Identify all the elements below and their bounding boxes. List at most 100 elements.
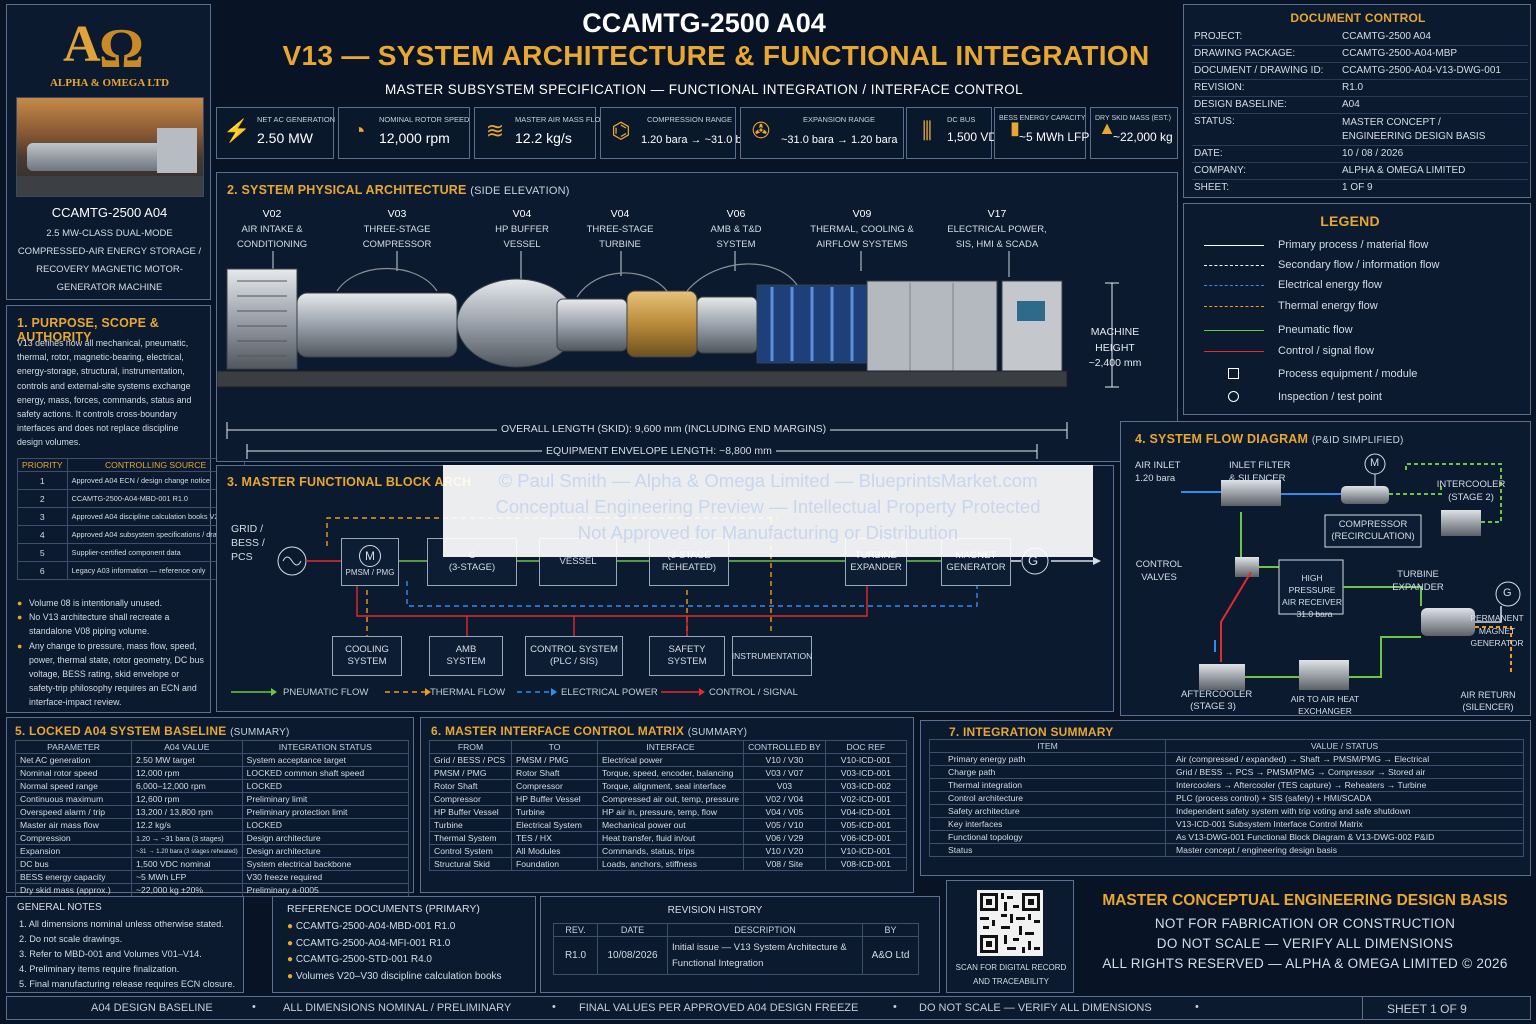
design-basis-block: MASTER CONCEPTUAL ENGINEERING DESIGN BAS… [1080, 880, 1530, 990]
height-label-2: HEIGHT [1095, 341, 1135, 354]
qr-code [977, 890, 1043, 956]
instrumentation-block: INSTRUMENTATION [732, 636, 812, 676]
section4-title: 4. SYSTEM FLOW DIAGRAM (P&ID SIMPLIFIED) [1135, 432, 1404, 446]
basis-line-3: ALL RIGHTS RESERVED — ALPHA & OMEGA LIMI… [1102, 956, 1508, 971]
svg-text:A: A [63, 16, 101, 73]
safety-system-block: SAFETY SYSTEM [649, 636, 725, 676]
legend-thermal: THERMAL FLOW [430, 687, 506, 698]
square-symbol [1228, 368, 1239, 379]
section2-title: 2. SYSTEM PHYSICAL ARCHITECTURE (SIDE EL… [227, 183, 570, 197]
machine-photo [16, 97, 204, 197]
motor-symbol: M [359, 545, 381, 567]
kpi-expansion: ✇ EXPANSION RANGE~31.0 bara → 1.20 bara [740, 107, 904, 159]
dc-bus-icon: ⫼ [921, 118, 933, 143]
qr-caption-1: SCAN FOR DIGITAL RECORD [955, 963, 1067, 972]
section6-title: 6. MASTER INTERFACE CONTROL MATRIX (SUMM… [431, 724, 748, 738]
title-line-1: CCAMTG-2500 A04 [582, 8, 826, 38]
title-line-3: MASTER SUBSYSTEM SPECIFICATION — FUNCTIO… [384, 82, 1024, 97]
legend-pneumatic: PNEUMATIC FLOW [283, 687, 369, 698]
machine-desc-2: COMPRESSED-AIR ENERGY STORAGE / [17, 246, 202, 257]
compressor-label: COMPRESSOR (RECIRCULATION) [1331, 519, 1415, 542]
doc-control-title: DOCUMENT CONTROL [1290, 11, 1426, 25]
lightning-icon: ⚡ [223, 118, 251, 143]
pmg-label: PERMANENT MAGNET GENERATOR [1470, 613, 1524, 648]
gen-symbol: G [1028, 553, 1039, 568]
intercooler-label: INTERCOOLER (STAGE 2) [1436, 479, 1506, 503]
section1-body: V13 defines how all mechanical, pneumati… [17, 338, 192, 448]
qr-panel: SCAN FOR DIGITAL RECORD AND TRACEABILITY [946, 880, 1074, 993]
alpha-omega-logo: A Ω [63, 16, 144, 79]
section-locked-baseline: 5. LOCKED A04 SYSTEM BASELINE (SUMMARY) … [6, 717, 414, 897]
general-notes-title: GENERAL NOTES [17, 902, 102, 913]
basis-line-2: DO NOT SCALE — VERIFY ALL DIMENSIONS [1156, 936, 1454, 951]
machine-elevation-drawing [217, 251, 1119, 388]
filter-label: INLET FILTER & SILENCER [1229, 460, 1291, 484]
machine-desc-3: RECOVERY MAGNETIC MOTOR- [36, 264, 183, 275]
grid-label-2: BESS / [231, 537, 265, 549]
turbine-label: TURBINE EXPANDER [1392, 569, 1444, 593]
bullet-1: Volume 08 is intentionally unused. [29, 598, 163, 608]
grid-label-3: PCS [231, 551, 253, 563]
logo-panel: A Ω ALPHA & OMEGA LTD CCAMTG-2500 A04 2.… [6, 4, 211, 300]
section7-title: 7. INTEGRATION SUMMARY [949, 725, 1114, 739]
section-physical-architecture: 2. SYSTEM PHYSICAL ARCHITECTURE (SIDE EL… [216, 172, 1178, 462]
references-title: REFERENCE DOCUMENTS (PRIMARY) [287, 903, 480, 915]
turbine-icon: ✇ [751, 118, 771, 143]
section3-title: 3. MASTER FUNCTIONAL BLOCK ARCH [227, 475, 472, 489]
envelope-length: EQUIPMENT ENVELOPE LENGTH: ~8,800 mm [542, 445, 776, 457]
control-system-block: CONTROL SYSTEM (PLC / SIS) [525, 636, 623, 676]
copyright-watermark: © Paul Smith — Alpha & Omega Limited — B… [443, 465, 1093, 557]
generator-symbol: G [1503, 587, 1512, 599]
grid-label-1: GRID / [231, 523, 264, 535]
company-name: ALPHA & OMEGA LTD [49, 77, 170, 89]
section1-title: 1. PURPOSE, SCOPE & AUTHORITY [17, 316, 160, 344]
compressor-icon: ⌬ [611, 118, 631, 143]
machine-model: CCAMTG-2500 A04 [51, 205, 168, 220]
table-row: Dry skid mass (approx.)~22,000 kg ±20%Pr… [15, 883, 410, 897]
section-interface-matrix: 6. MASTER INTERFACE CONTROL MATRIX (SUMM… [420, 717, 914, 893]
overall-length: OVERALL LENGTH (SKID): 9,600 mm (INCLUDI… [497, 423, 831, 435]
bullet-3: Any change to pressure, mass flow, speed… [29, 640, 204, 708]
title-line-2: V13 — SYSTEM ARCHITECTURE & FUNCTIONAL I… [282, 40, 1150, 71]
table-row: Expansion~31 → 1.20 bara (3 stages rehea… [15, 844, 410, 858]
height-label-3: ~2,400 mm [1088, 357, 1142, 369]
qr-caption-2: AND TRACEABILITY [973, 977, 1049, 986]
section-flow-diagram: 4. SYSTEM FLOW DIAGRAM (P&ID SIMPLIFIED)… [1120, 421, 1531, 716]
air-return-label: AIR RETURN (SILENCER) [1460, 690, 1516, 712]
footer-item-2: ALL DIMENSIONS NOMINAL / PRELIMINARY [283, 1002, 512, 1014]
footer-sheet: SHEET 1 OF 9 [1387, 1002, 1467, 1016]
